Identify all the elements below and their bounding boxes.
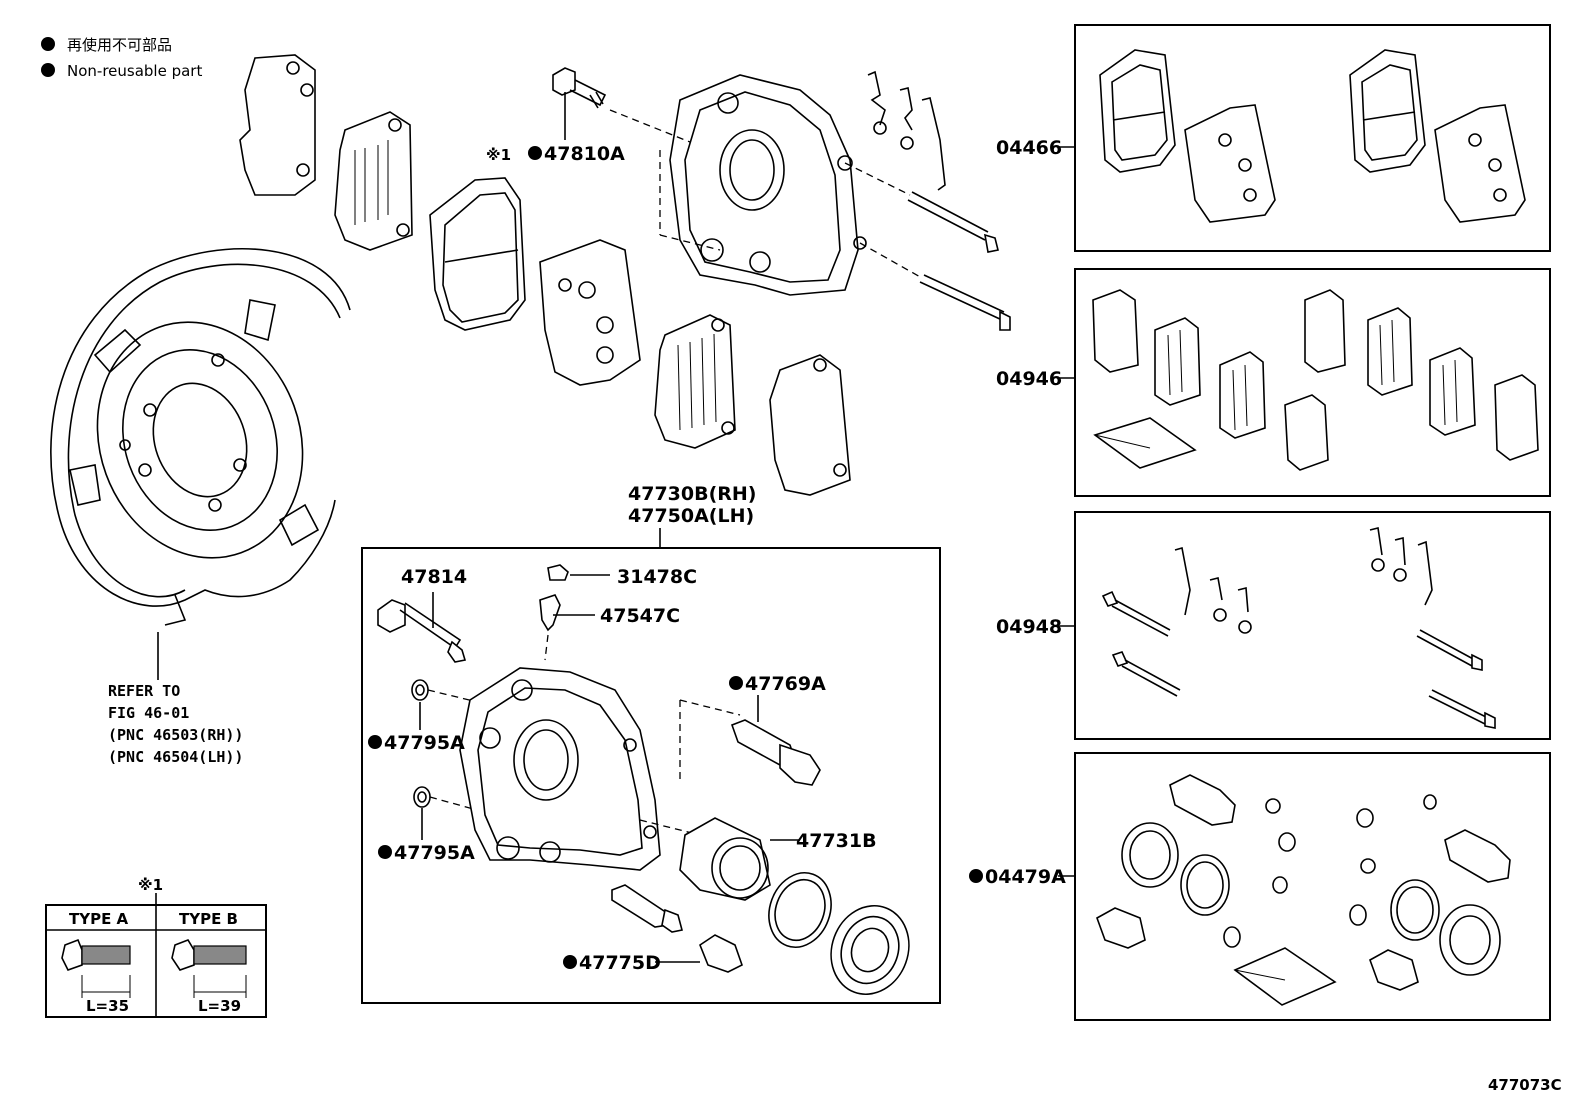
type-a-header: TYPE A [69,910,129,928]
bolt-47810A-drawing [552,67,607,140]
non-reusable-dot-icon [969,869,983,883]
refer-line-4: (PNC 46504(LH)) [108,748,243,766]
kit-number-04948: 04948 [996,616,1062,638]
kit-04479A: 04479A [969,752,1551,1021]
non-reusable-dot-icon [563,955,577,969]
kit-number-04479A: 04479A [985,866,1066,888]
type-b-header: TYPE B [179,910,238,928]
kit-04948: 04948 [996,511,1551,740]
part-number-47775D: 47775D [579,952,661,974]
part-number-47769A: 47769A [745,673,826,695]
part-number-47730B: 47730B(RH) [628,483,756,505]
non-reusable-dot-icon [368,735,382,749]
note-mark-table: ※1 [138,876,163,894]
part-number-31478C: 31478C [617,566,697,588]
note-mark-label: ※1 [486,146,511,164]
part-number-47814: 47814 [401,566,467,588]
non-reusable-dot-icon [528,146,542,160]
part-number-47795A-1: 47795A [384,732,465,754]
legend-jp: 再使用不可部品 [67,36,172,54]
non-reusable-dot-icon [41,37,55,51]
caliper-assembly-box [361,547,941,1004]
caliper-assembly-drawing [377,564,910,996]
refer-line-3: (PNC 46503(RH)) [108,726,243,744]
kit-number-04466: 04466 [996,137,1062,159]
exploded-pads-drawing [239,54,851,496]
caliper-callouts: 47814 31478C 47547C 47769A 47795A 47795A… [368,566,877,974]
caliper-bracket-top-drawing [609,74,867,296]
refer-note: REFER TO FIG 46-01 (PNC 46503(RH)) (PNC … [108,682,243,766]
callout-47810A: ※1 47810A [486,143,625,165]
part-number-47795A-2: 47795A [394,842,475,864]
part-number-47547C: 47547C [600,605,680,627]
kit-04466: 04466 [996,24,1551,252]
kit-number-04946: 04946 [996,368,1062,390]
bolt-type-table: ※1 TYPE A TYPE B L=35 L=39 [45,876,267,1018]
part-number-47750A: 47750A(LH) [628,505,754,527]
legend-en: Non-reusable part [67,62,202,80]
figure-id: 477073C [1488,1076,1562,1094]
non-reusable-dot-icon [378,845,392,859]
caliper-assembly-callout: 47730B(RH) 47750A(LH) [628,483,756,548]
type-b-length: L=39 [198,997,241,1015]
dust-shield-drawing [50,248,351,680]
kit-04946: 04946 [996,268,1551,497]
springs-pins-top-drawing [844,70,1011,331]
non-reusable-dot-icon [729,676,743,690]
refer-line-2: FIG 46-01 [108,704,189,722]
non-reusable-dot-icon [41,63,55,77]
part-number-47731B: 47731B [796,830,877,852]
refer-line-1: REFER TO [108,682,180,700]
part-number-47810A: 47810A [544,143,625,165]
type-a-length: L=35 [86,997,129,1015]
legend: 再使用不可部品 Non-reusable part [41,36,202,80]
